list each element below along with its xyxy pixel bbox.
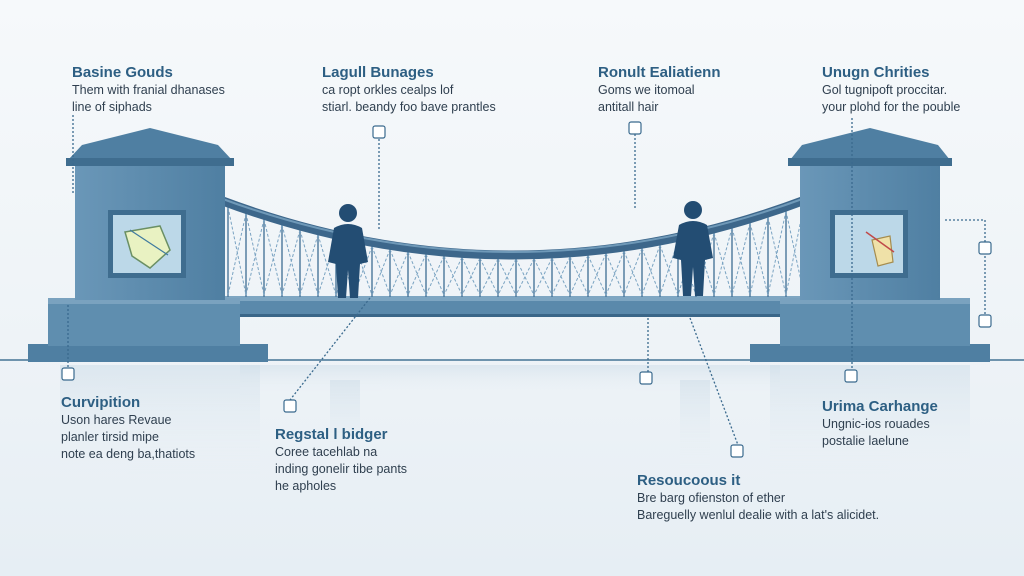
railing-lattice (731, 227, 751, 296)
railing-lattice (389, 249, 409, 296)
annotation-line: Ungnic-ios rouades (822, 417, 930, 431)
railing-lattice (425, 255, 445, 296)
annotation-line: Goms we itomoal (598, 83, 695, 97)
railing-lattice (659, 244, 679, 296)
annotation-line: ca ropt orkles cealps lof (322, 83, 454, 97)
marker-badges (61, 121, 992, 458)
bridge-deck (220, 296, 805, 317)
railing-lattice (299, 229, 319, 296)
annotation-line: postalie laelune (822, 434, 909, 448)
railing-lattice (623, 250, 643, 296)
railing-lattice (767, 216, 787, 296)
annotation-title: Basine Gouds (72, 64, 173, 81)
railing-lattice (533, 257, 553, 296)
person-left (328, 204, 368, 298)
annotation-line: inding gonelir tibe pants (275, 462, 408, 476)
annotation-title: Regstal l bidger (275, 426, 388, 443)
annotation-title: Urima Carhange (822, 398, 938, 415)
railing-lattice (587, 253, 607, 296)
annotation-title: Curvipition (61, 394, 141, 411)
railing-lattice (623, 248, 643, 296)
railing-lattice (605, 250, 625, 296)
railing-lattice (263, 219, 283, 296)
railing-lattice (443, 257, 463, 296)
railing-lattice (389, 251, 409, 296)
railing-lattice (767, 210, 787, 296)
railing-lattice (731, 222, 751, 296)
railing-lattice (245, 219, 265, 296)
railing-lattice (479, 258, 499, 296)
railing-lattice (281, 224, 301, 296)
railing-lattice (551, 256, 571, 296)
railing-lattice (299, 234, 319, 296)
railing-lattice (515, 258, 535, 296)
annotation-title: Resoucoous it (637, 472, 741, 489)
water-reflection (60, 365, 970, 475)
annotation-line: your plohd for the pouble (822, 100, 961, 114)
annotation-line: Bareguelly wenlul dealie with a lat's al… (637, 508, 880, 522)
railing-lattice (461, 257, 481, 296)
railing-lattice (479, 258, 499, 296)
railing-lattice (587, 255, 607, 296)
railing-lattice (245, 213, 265, 296)
annotation-line: planler tirsid mipe (61, 430, 159, 444)
railing-lattice (461, 258, 481, 296)
annotation-line: Uson hares Revaue (61, 413, 172, 427)
main-cable-highlight (219, 197, 806, 253)
annotation-line: antitall hair (598, 100, 659, 114)
annotation-bottom-center-left: Regstal l bidger Coree tacehlab na indin… (275, 425, 407, 495)
railing-lattice (641, 248, 661, 296)
railing-lattice (659, 241, 679, 296)
railing-lattice (317, 234, 337, 296)
annotation-line: line of siphads (72, 100, 152, 114)
annotation-title: Lagull Bunages (322, 64, 434, 81)
railing-lattice (407, 251, 427, 296)
railing-lattice (749, 222, 769, 296)
annotation-line: Coree tacehlab na (275, 445, 378, 459)
railing-lattice (677, 241, 697, 296)
railing-lattice (371, 246, 391, 296)
annotation-line: note ea deng ba,thatiots (61, 447, 196, 461)
railing-lattice (353, 246, 373, 296)
railing-lattice (497, 258, 517, 296)
railing-lattice (263, 224, 283, 296)
main-cable (218, 195, 807, 260)
left-tower (28, 128, 268, 362)
railing-lattice (371, 249, 391, 296)
railing-lattice (227, 213, 247, 296)
annotation-title: Ronult Ealiatienn (598, 64, 721, 81)
person-right (673, 201, 713, 296)
railing-lattice (407, 253, 427, 296)
railing-lattice (641, 244, 661, 296)
railing-lattice (569, 255, 589, 296)
annotation-line: Them with franial dhanases (72, 83, 225, 97)
annotation-top-center-right: Ronult Ealiatienn Goms we itomoal antita… (598, 63, 721, 116)
annotation-line: he apholes (275, 479, 337, 493)
railing-lattice (281, 229, 301, 296)
annotation-line: stiarl. beandy foo bave prantles (322, 100, 496, 114)
annotation-top-right: Unugn Chrities Gol tugnipoft proccitar. … (822, 63, 960, 116)
annotation-title: Unugn Chrities (822, 64, 930, 81)
annotation-top-center-left: Lagull Bunages ca ropt orkles cealps lof… (322, 63, 496, 116)
annotation-line: Gol tugnipoft proccitar. (822, 83, 948, 97)
bridge-railing (227, 200, 805, 297)
annotation-top-left: Basine Gouds Them with franial dhanases … (72, 63, 225, 116)
annotation-line: Bre barg ofienston of ether (637, 491, 786, 505)
annotation-bottom-left: Curvipition Uson hares Revaue planler ti… (61, 393, 195, 463)
right-tower (750, 128, 990, 362)
railing-lattice (605, 253, 625, 296)
railing-lattice (713, 232, 733, 296)
railing-lattice (713, 227, 733, 296)
annotation-bottom-right: Urima Carhange Ungnic-ios rouades postal… (822, 397, 1012, 450)
annotation-bottom-center-right: Resoucoous it Bre barg ofienston of ethe… (637, 471, 879, 524)
railing-lattice (353, 242, 373, 296)
leader-lines (67, 115, 986, 446)
railing-lattice (695, 232, 715, 296)
railing-lattice (749, 216, 769, 296)
